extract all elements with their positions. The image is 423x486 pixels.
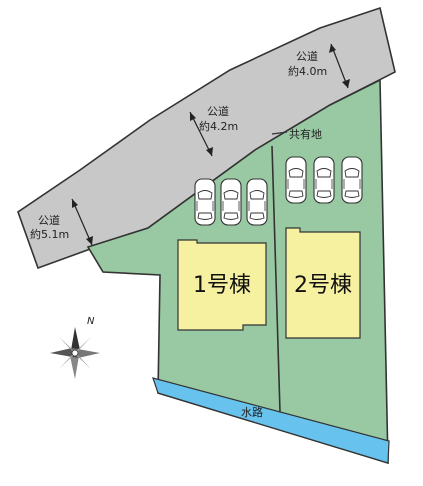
waterway-label: 水路 — [241, 406, 263, 419]
road-north-width: 約4.0m — [288, 64, 327, 78]
road-west-width: 約5.1m — [30, 227, 69, 241]
road-west-name: 公道 — [38, 213, 60, 227]
parking-spaces-lot-1 — [194, 178, 268, 226]
parked-car-icon — [285, 156, 307, 204]
parked-car-icon — [341, 156, 363, 204]
road-width-marker-west: 公道 約5.1m — [30, 198, 93, 246]
parked-car-icon — [220, 178, 242, 226]
building-1-footprint — [177, 239, 267, 331]
lot-divider — [271, 145, 281, 413]
parked-car-icon — [194, 178, 216, 226]
north-compass — [50, 327, 100, 379]
shared-land-leader — [271, 131, 288, 135]
compass-north-label: N — [87, 316, 95, 327]
parking-spaces-lot-2 — [285, 156, 363, 204]
building-2-footprint — [285, 227, 361, 339]
road-width-marker-middle: 公道 約4.2m — [189, 104, 238, 157]
parked-car-icon — [313, 156, 335, 204]
road-middle-name: 公道 — [207, 104, 229, 118]
shared-land-label: 共有地 — [289, 127, 322, 141]
building-2-label: 2号棟 — [294, 273, 352, 298]
building-1-label: 1号棟 — [193, 273, 251, 298]
road-middle-width: 約4.2m — [199, 119, 238, 133]
waterway — [152, 377, 390, 464]
road-width-marker-north: 公道 約4.0m — [288, 43, 350, 89]
parked-car-icon — [246, 178, 268, 226]
road-north-name: 公道 — [296, 49, 318, 63]
